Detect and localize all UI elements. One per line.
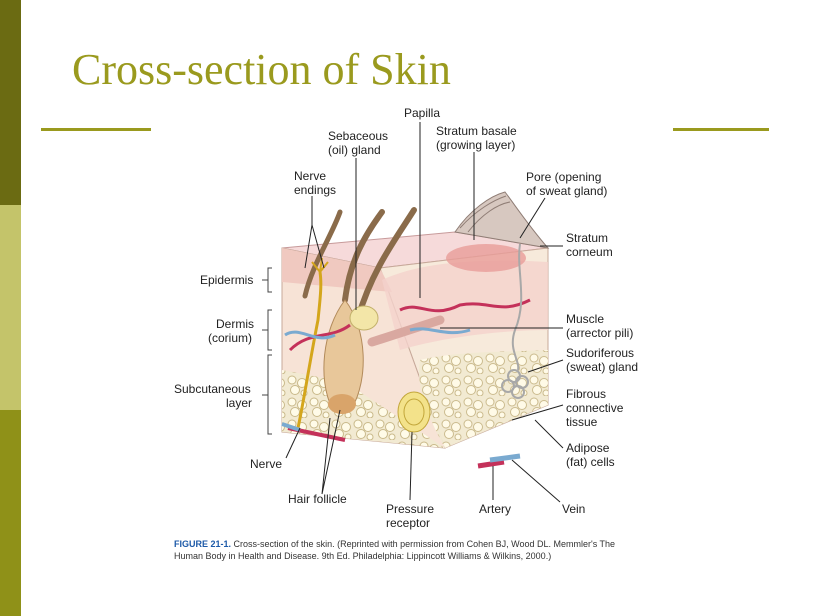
artery-vessel <box>288 298 531 352</box>
sidebar-band-middle <box>0 205 21 410</box>
corneum-flaps <box>454 191 550 249</box>
label-basale-2: (growing layer) <box>436 138 515 152</box>
bracket-subcutaneous <box>262 354 272 435</box>
figure-caption-label: FIGURE 21-1. <box>174 539 232 549</box>
arrector-pili-muscle <box>367 315 445 347</box>
bracket-dermis <box>262 309 272 351</box>
label-pressure-1: Pressure <box>386 502 434 516</box>
sebaceous-gland <box>349 305 379 331</box>
label-hair-follicle: Hair follicle <box>288 492 347 506</box>
label-adipose-2: (fat) cells <box>566 455 615 469</box>
label-artery: Artery <box>479 502 511 516</box>
label-subcutaneous-2: layer <box>226 396 252 410</box>
hair-shaft-left <box>302 209 343 299</box>
label-nerve: Nerve <box>250 457 282 471</box>
slide-title: Cross-section of Skin <box>72 45 451 94</box>
label-dermis-1: Dermis <box>216 317 254 331</box>
label-corneum-1: Stratum <box>566 231 608 245</box>
label-sudoriferous-2: (sweat) gland <box>566 360 638 374</box>
label-epidermis: Epidermis <box>200 273 253 287</box>
pressure-receptor <box>397 391 431 433</box>
sidebar-band-bottom <box>0 410 21 616</box>
bracket-epidermis <box>262 267 272 293</box>
title-rule-right <box>673 128 769 131</box>
figure-caption-text: Cross-section of the skin. (Reprinted wi… <box>174 539 616 561</box>
label-nerve-endings-1: Nerve <box>294 169 326 183</box>
label-nerve-endings-2: endings <box>294 183 336 197</box>
label-corneum-2: corneum <box>566 245 613 259</box>
fat-cluster-right <box>419 350 548 448</box>
sweat-gland-coil <box>501 369 529 399</box>
hair-bulb <box>328 394 356 414</box>
hair-shaft-center <box>342 209 385 303</box>
label-muscle-2: (arrector pili) <box>566 326 633 340</box>
vein-vessel <box>284 327 471 340</box>
leader-lines <box>285 122 564 503</box>
label-sebaceous-1: Sebaceous <box>328 129 388 143</box>
sidebar-band-top <box>0 0 21 205</box>
label-dermis-2: (corium) <box>208 331 252 345</box>
vessel-right-vein <box>489 453 521 463</box>
label-sudoriferous-1: Sudoriferous <box>566 346 634 360</box>
vessel-front-vein <box>281 422 301 432</box>
label-subcutaneous-1: Subcutaneous <box>174 382 251 396</box>
sweat-duct <box>511 243 523 371</box>
blood-vessels <box>281 298 531 469</box>
label-muscle-1: Muscle <box>566 312 604 326</box>
label-pore-1: Pore (opening <box>526 170 601 184</box>
layer-brackets <box>262 267 272 435</box>
hairs <box>302 207 417 321</box>
label-pressure-2: receptor <box>386 516 430 530</box>
label-fibrous-1: Fibrous <box>566 387 606 401</box>
hair-follicle <box>323 299 364 409</box>
label-vein: Vein <box>562 502 585 516</box>
label-fibrous-2: connective <box>566 401 624 415</box>
diagram-labels: Papilla Sebaceous (oil) gland Stratum ba… <box>174 106 638 530</box>
label-pore-2: of sweat gland) <box>526 184 607 198</box>
label-papilla: Papilla <box>404 106 440 120</box>
label-basale-1: Stratum basale <box>436 124 517 138</box>
nerve-fiber <box>296 271 323 429</box>
papilla-mound <box>446 244 526 272</box>
label-adipose-1: Adipose <box>566 441 610 455</box>
label-fibrous-3: tissue <box>566 415 598 429</box>
figure-caption: FIGURE 21-1. Cross-section of the skin. … <box>174 538 644 562</box>
title-rule-left <box>41 128 151 131</box>
label-sebaceous-2: (oil) gland <box>328 143 381 157</box>
vessel-right-artery <box>477 459 505 469</box>
hair-shaft-right <box>355 207 417 321</box>
